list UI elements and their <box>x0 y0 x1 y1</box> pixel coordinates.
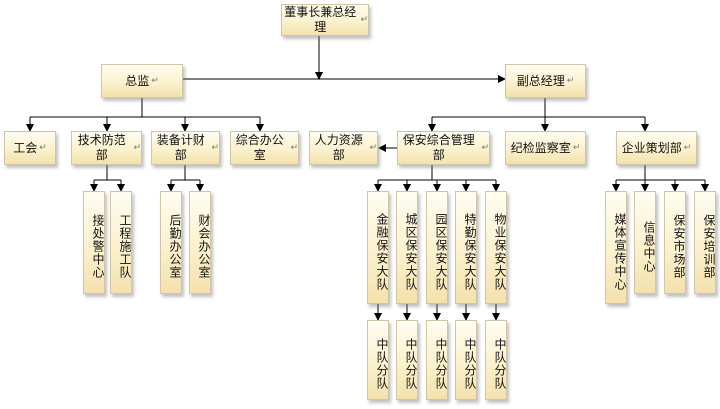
deputy-gm-box: 副总经理↵ <box>505 64 586 98</box>
tech-defense-box: 技术防范部↵ <box>71 131 142 165</box>
info-center-box: 信息中心 <box>634 191 656 294</box>
finance-team-label: 金融保安大队 <box>375 212 389 291</box>
chairman-label: 董事长兼总经理 <box>284 5 357 34</box>
alarm-center-box: 接处警中心 <box>83 191 105 294</box>
discipline-box: 纪检监察室↵ <box>505 131 586 165</box>
park-team-box: 园区保安大队 <box>426 191 448 304</box>
security-training-box: 保安培训部 <box>694 191 716 294</box>
park-team-label: 园区保安大队 <box>434 212 448 291</box>
logistics-office-box: 后勤办公室 <box>160 191 182 294</box>
security-mgmt-label: 保安综合管理部 <box>402 133 475 162</box>
general-office-label: 综合办公室 <box>235 133 284 162</box>
equipment-finance-box: 装备计财部↵ <box>151 131 220 165</box>
hr-box: 人力资源部↵ <box>309 131 378 165</box>
security-training-label: 保安培训部 <box>702 214 716 279</box>
media-center-label: 媒体宣传中心 <box>613 212 627 291</box>
district-team-label: 城区保安大队 <box>404 212 418 291</box>
security-market-label: 保安市场部 <box>672 214 686 279</box>
planning-label: 企业策划部 <box>621 140 682 155</box>
property-team-label: 物业保安大队 <box>493 212 507 291</box>
hr-label: 人力资源部 <box>314 133 363 162</box>
general-office-box: 综合办公室↵ <box>230 131 299 165</box>
squad-box-4: 中队分队 <box>455 320 477 400</box>
deputy-gm-label: 副总经理 <box>516 73 565 88</box>
planning-box: 企业策划部↵ <box>616 131 697 165</box>
director-label: 总监 <box>125 73 150 88</box>
alarm-center-label: 接处警中心 <box>91 214 105 279</box>
security-market-box: 保安市场部 <box>664 191 686 294</box>
squad-label-1: 中队分队 <box>375 338 389 390</box>
squad-box-5: 中队分队 <box>485 320 507 400</box>
discipline-label: 纪检监察室 <box>510 140 571 155</box>
engineering-team-label: 工程施工队 <box>118 214 132 279</box>
union-label: 工会 <box>13 140 38 155</box>
accounting-office-box: 财会办公室 <box>189 191 211 294</box>
squad-label-2: 中队分队 <box>404 338 418 390</box>
special-team-label: 特勤保安大队 <box>463 212 477 291</box>
district-team-box: 城区保安大队 <box>396 191 418 304</box>
logistics-office-label: 后勤办公室 <box>168 214 182 279</box>
squad-box-2: 中队分队 <box>396 320 418 400</box>
chairman-box: 董事长兼总经理↵ <box>281 4 369 36</box>
union-box: 工会↵ <box>4 131 56 165</box>
engineering-team-box: 工程施工队 <box>110 191 132 294</box>
squad-box-1: 中队分队 <box>367 320 389 400</box>
equipment-finance-label: 装备计财部 <box>156 133 205 162</box>
accounting-office-label: 财会办公室 <box>197 214 211 279</box>
director-box: 总监↵ <box>101 64 183 98</box>
special-team-box: 特勤保安大队 <box>455 191 477 304</box>
squad-box-3: 中队分队 <box>426 320 448 400</box>
security-mgmt-box: 保安综合管理部↵ <box>397 131 490 165</box>
property-team-box: 物业保安大队 <box>485 191 507 304</box>
media-center-box: 媒体宣传中心 <box>605 191 627 304</box>
squad-label-4: 中队分队 <box>463 338 477 390</box>
info-center-label: 信息中心 <box>642 220 656 273</box>
squad-label-3: 中队分队 <box>434 338 448 390</box>
tech-defense-label: 技术防范部 <box>77 133 126 162</box>
squad-label-5: 中队分队 <box>493 338 507 390</box>
finance-team-box: 金融保安大队 <box>367 191 389 304</box>
